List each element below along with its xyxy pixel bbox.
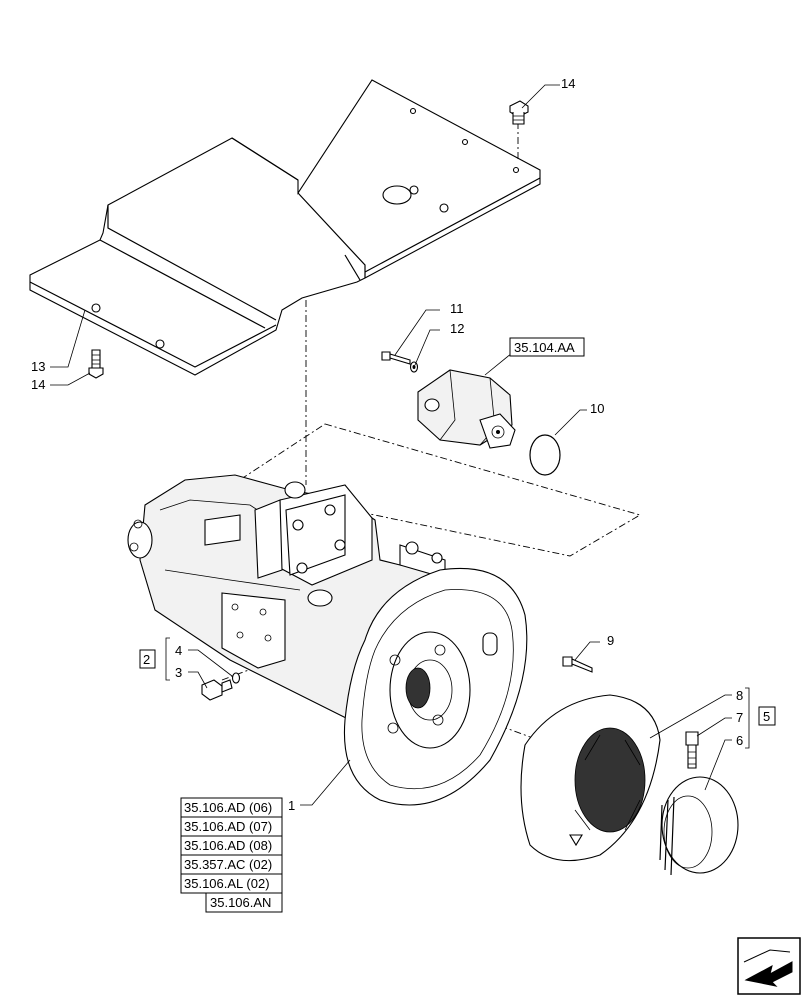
ref-link-1[interactable]: 35.106.AD (07) [180, 816, 283, 837]
bolt-9 [562, 656, 593, 673]
callout-labels: 14 11 12 10 13 14 9 8 7 6 4 3 1 [31, 76, 743, 813]
callout-12: 12 [450, 321, 464, 336]
ref-label-0[interactable]: 35.106.AD (06) [184, 800, 272, 815]
ring-plate-8 [520, 694, 661, 862]
callout-11: 11 [450, 301, 464, 316]
gear-hub-6 [659, 776, 739, 876]
washer-12 [409, 361, 419, 373]
leader-lines [50, 84, 750, 806]
callout-3: 3 [175, 665, 182, 680]
callout-6: 6 [736, 733, 743, 748]
ref-label-1[interactable]: 35.106.AD (07) [184, 819, 272, 834]
washer-4 [231, 672, 241, 684]
callout-8: 8 [736, 688, 743, 703]
cover-plate [29, 79, 541, 376]
callout-13: 13 [31, 359, 45, 374]
callout-14-left: 14 [31, 377, 45, 392]
ref-label-3[interactable]: 35.357.AC (02) [184, 857, 272, 872]
ref-link-pump[interactable]: 35.104.AA [509, 337, 585, 357]
callout-9: 9 [607, 633, 614, 648]
ref-link-3[interactable]: 35.357.AC (02) [180, 854, 283, 875]
bolt-14-top [509, 100, 529, 125]
callout-1: 1 [288, 798, 295, 813]
callout-7: 7 [736, 710, 743, 725]
ref-label-4[interactable]: 35.106.AL (02) [184, 876, 270, 891]
ref-link-0[interactable]: 35.106.AD (06) [180, 797, 283, 818]
gear-pump [417, 369, 516, 449]
ref-link-4[interactable]: 35.106.AL (02) [180, 873, 283, 894]
arrow-navigation-icon[interactable] [737, 937, 801, 995]
callout-14-top: 14 [561, 76, 575, 91]
ref-list: 35.106.AD (06) 35.106.AD (07) 35.106.AD … [180, 797, 283, 913]
callout-5: 5 [763, 709, 770, 724]
ref-label-5[interactable]: 35.106.AN [210, 895, 271, 910]
callout-10: 10 [590, 401, 604, 416]
ref-link-5[interactable]: 35.106.AN [205, 892, 283, 913]
ref-label-2[interactable]: 35.106.AD (08) [184, 838, 272, 853]
bolt-7 [685, 731, 699, 769]
o-ring-10 [529, 434, 561, 476]
bolt-14-left [88, 349, 104, 379]
flywheel-housing [343, 567, 528, 806]
boxed-callout-5: 5 [758, 706, 776, 726]
callout-4: 4 [175, 643, 182, 658]
callout-2: 2 [143, 652, 150, 667]
ref-link-2[interactable]: 35.106.AD (08) [180, 835, 283, 856]
ref-pump-label[interactable]: 35.104.AA [514, 340, 575, 355]
boxed-callout-2: 2 [139, 649, 156, 669]
bolt-3 [201, 679, 233, 701]
bolt-11 [381, 351, 411, 365]
